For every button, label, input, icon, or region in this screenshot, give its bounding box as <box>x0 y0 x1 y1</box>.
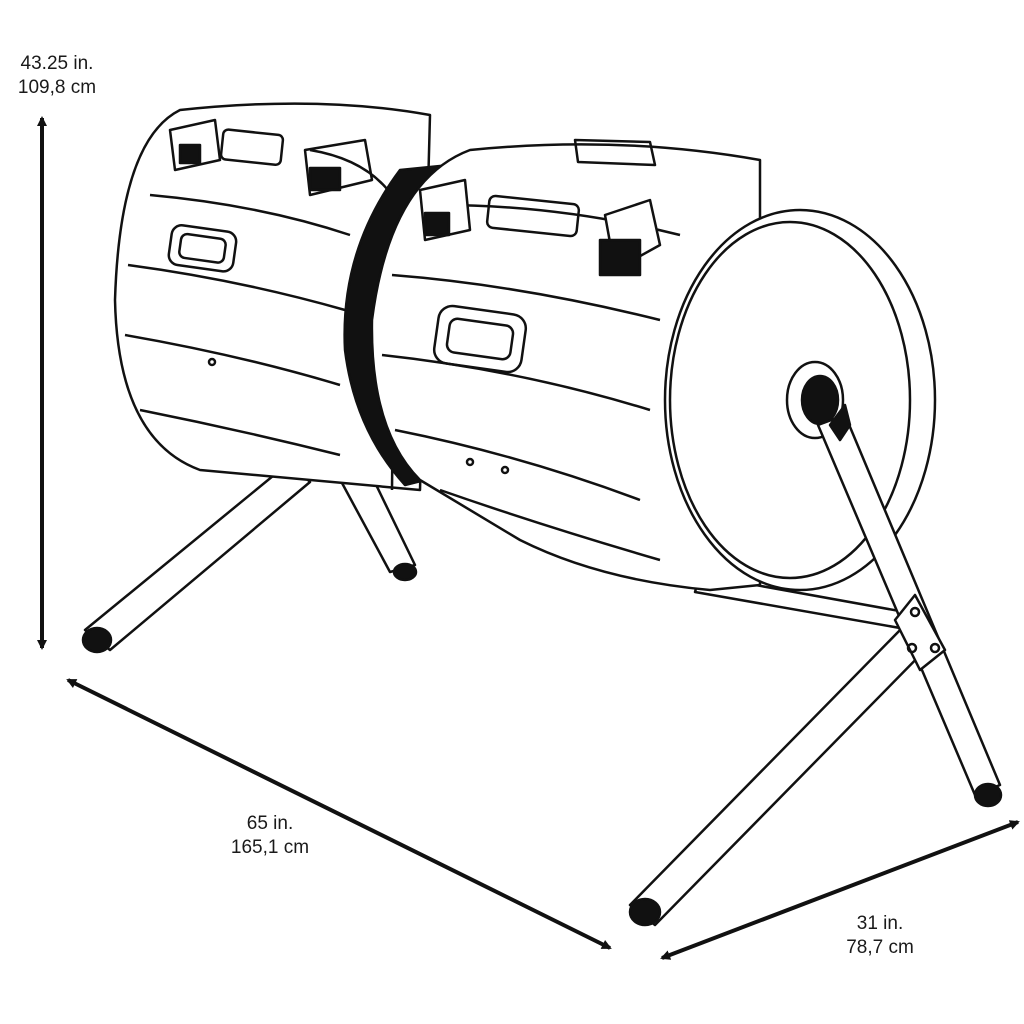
right-front-leg <box>628 623 932 927</box>
width-arrow <box>660 820 1020 960</box>
height-metric: 109,8 cm <box>17 77 97 98</box>
width-metric: 78,7 cm <box>846 937 914 958</box>
left-front-leg <box>81 460 312 654</box>
length-arrow <box>66 678 612 950</box>
width-label: 31 in. 78,7 cm <box>820 912 940 960</box>
left-barrel <box>113 102 432 492</box>
width-imperial: 31 in. <box>856 913 904 934</box>
length-imperial: 65 in. <box>246 813 294 834</box>
right-barrel <box>370 138 937 592</box>
length-metric: 165,1 cm <box>230 837 310 858</box>
height-label: 43.25 in. 109,8 cm <box>2 52 112 100</box>
length-label: 65 in. 165,1 cm <box>200 812 340 860</box>
height-imperial: 43.25 in. <box>20 53 94 74</box>
